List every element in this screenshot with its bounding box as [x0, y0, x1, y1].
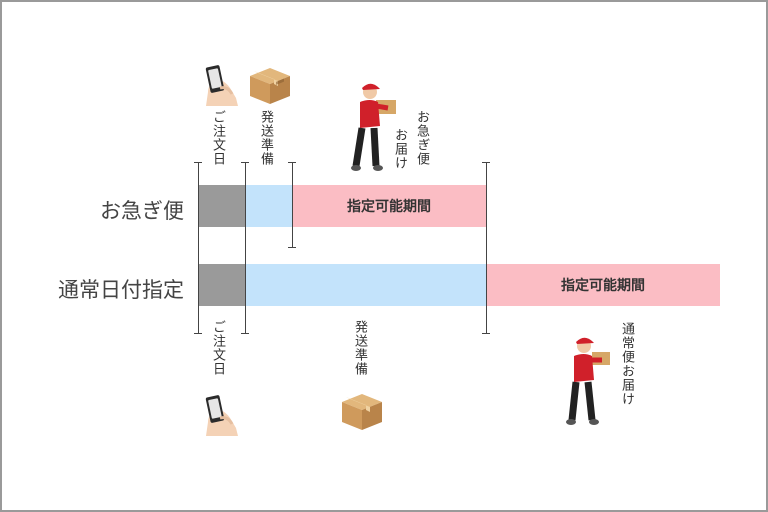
bottom-standard-delivery-label: 通常便お届け	[619, 322, 634, 406]
marker-tick	[288, 247, 296, 248]
bottom-prep-label: 発送準備	[352, 320, 367, 376]
express-period-label: 指定可能期間	[347, 199, 431, 215]
standard-period-label: 指定可能期間	[561, 278, 645, 294]
courier-icon	[566, 337, 610, 425]
marker-line-express-delivery	[292, 162, 293, 248]
phone-hand-icon	[205, 395, 238, 436]
bottom-order-date-label: ご注文日	[210, 320, 225, 376]
marker-tick	[482, 333, 490, 334]
express-prep-segment	[245, 185, 292, 227]
express-available-period: 指定可能期間	[292, 185, 486, 227]
marker-line-order	[198, 162, 199, 334]
marker-line-prep	[245, 162, 246, 334]
standard-available-period: 指定可能期間	[486, 264, 720, 306]
package-box-icon	[250, 68, 290, 104]
marker-tick	[194, 162, 202, 163]
row-label-express: お急ぎ便	[100, 199, 184, 223]
top-prep-label: 発送準備	[258, 110, 273, 166]
top-express-delivery-label-1: お急ぎ便	[414, 110, 429, 166]
package-box-icon	[342, 394, 382, 430]
marker-line-period-end	[486, 162, 487, 334]
marker-tick	[241, 162, 249, 163]
standard-order-segment	[198, 264, 245, 306]
standard-prep-segment	[245, 264, 486, 306]
phone-hand-icon	[205, 65, 238, 106]
courier-icon	[351, 83, 396, 171]
express-order-segment	[198, 185, 245, 227]
row-label-standard: 通常日付指定	[58, 278, 184, 302]
marker-tick	[241, 333, 249, 334]
top-express-delivery-label-2: お届け	[392, 128, 407, 170]
marker-tick	[194, 333, 202, 334]
marker-tick	[288, 162, 296, 163]
top-order-date-label: ご注文日	[210, 110, 225, 166]
marker-tick	[482, 162, 490, 163]
